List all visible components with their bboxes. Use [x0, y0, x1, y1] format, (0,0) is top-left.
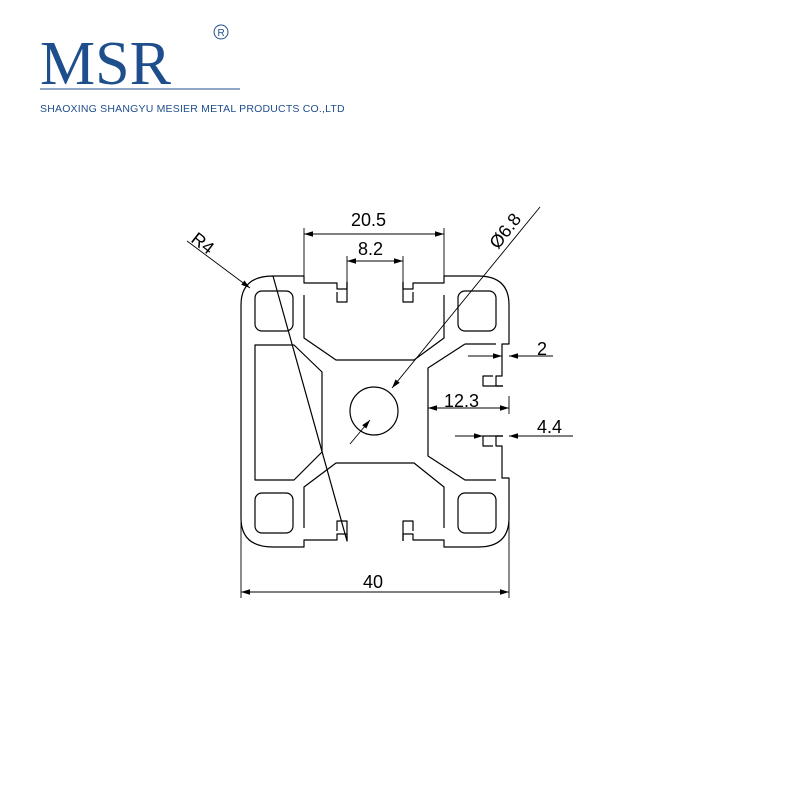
registered-mark-letter: R — [218, 28, 225, 39]
dim-radius: R4 — [188, 228, 218, 258]
msr-logo: MSR R — [40, 24, 240, 92]
dim-lip: 4.4 — [537, 417, 562, 437]
dim-slot-depth: 12.3 — [444, 391, 479, 411]
dim-slot-width: 20.5 — [351, 210, 386, 230]
corner-cavity — [457, 290, 497, 332]
dim-wall: 2 — [537, 339, 547, 359]
logo-text: MSR — [40, 30, 172, 92]
dim-overall: 40 — [363, 572, 383, 592]
dimension-lines — [186, 206, 573, 598]
center-bore — [349, 386, 399, 436]
profile-outline — [240, 275, 510, 548]
registered-mark-icon — [213, 24, 229, 40]
dim-slot-opening: 8.2 — [358, 239, 383, 259]
corner-cavity — [254, 492, 294, 534]
dim-bore-diameter: Ø6.8 — [485, 209, 525, 252]
company-name: SHAOXING SHANGYU MESIER METAL PRODUCTS C… — [40, 103, 345, 115]
corner-cavity — [254, 290, 294, 332]
corner-cavity — [457, 492, 497, 534]
